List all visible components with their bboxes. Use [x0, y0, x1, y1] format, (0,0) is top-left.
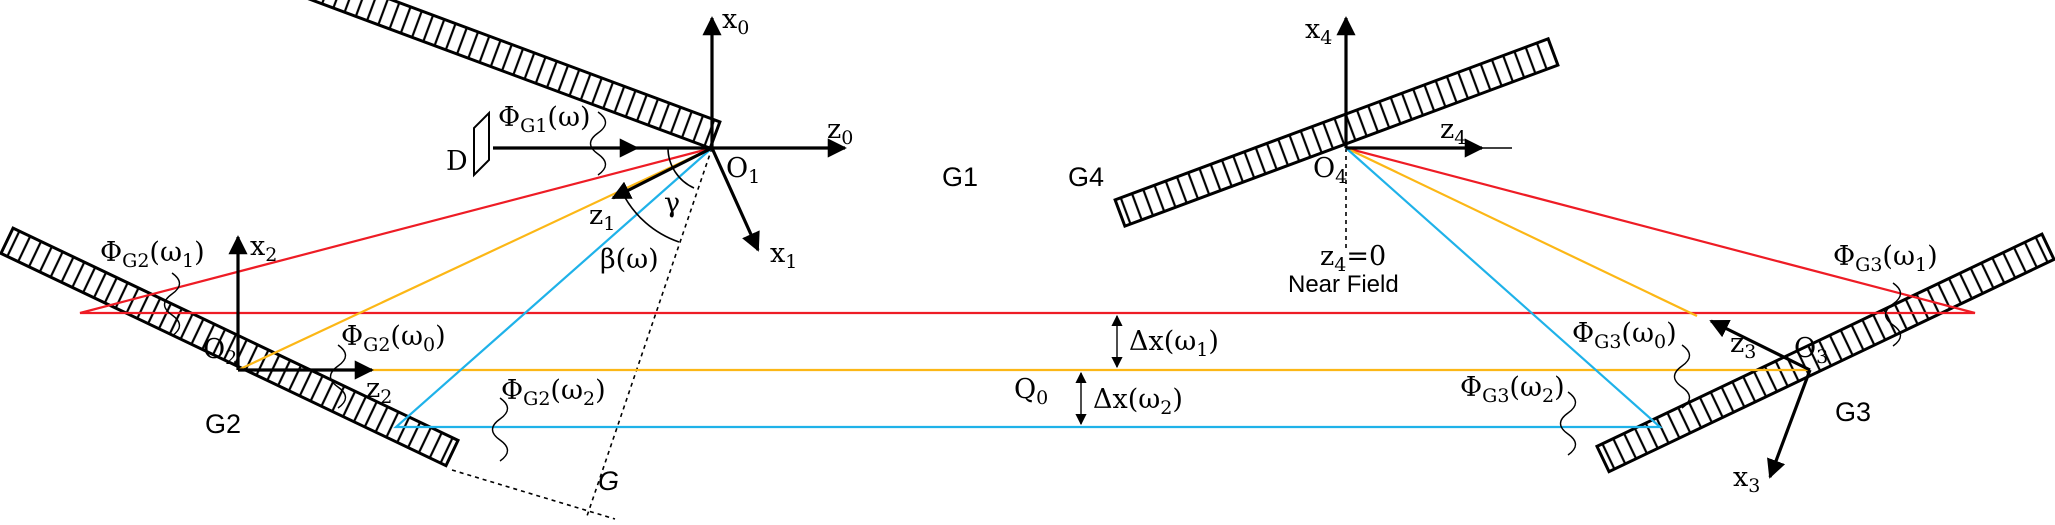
beta-angle-arc — [621, 191, 680, 243]
z4-zero-label: z4=0 — [1320, 241, 1386, 276]
phase-squiggle-g2-w0 — [329, 344, 347, 409]
x1-label: x1 — [770, 238, 797, 273]
z3-axis — [1709, 319, 1811, 372]
beta-label: β(ω) — [600, 244, 659, 275]
omega0-ray-right — [1345, 147, 1698, 317]
x1-axis — [710, 147, 760, 252]
dx-omega1-label: Δx(ω1) — [1129, 326, 1219, 361]
grating-g3 — [1594, 232, 2055, 474]
phase-g2-w1-label: ΦG2(ω1) — [100, 237, 205, 272]
origin-o1-label: O1 — [726, 153, 760, 188]
detector-label: D — [446, 146, 468, 177]
gamma-label: γ — [664, 188, 680, 219]
phase-g2-w0-label: ΦG2(ω0) — [341, 321, 446, 356]
origin-o3-label: O3 — [1794, 333, 1828, 368]
phase-g3-w1-label: ΦG3(ω1) — [1833, 241, 1938, 276]
grating-g4-label: G4 — [1068, 162, 1104, 192]
grating-g3-label: G3 — [1835, 397, 1871, 427]
detector-plate — [473, 110, 490, 178]
x3-axis — [1767, 369, 1812, 479]
phase-g3-w0-label: ΦG3(ω0) — [1572, 318, 1677, 353]
origin-o2-label: O2 — [203, 334, 237, 369]
grating-g4 — [1113, 36, 1560, 229]
g2-normal-dashed-line — [451, 469, 616, 520]
grating-distance-dashed-line — [585, 147, 713, 520]
phase-squiggle-g2-w1 — [163, 272, 181, 337]
z1-label: z1 — [589, 200, 615, 235]
grating-g2 — [0, 226, 461, 468]
q0-label: Q0 — [1014, 374, 1048, 409]
omega2-rays — [393, 147, 1663, 429]
phase-squiggle-g3-w0 — [1673, 344, 1691, 409]
omega1-ray-left — [79, 146, 1976, 315]
x0-label: x0 — [722, 4, 749, 39]
phase-g3-w2-label: ΦG3(ω2) — [1460, 372, 1565, 407]
x4-label: x4 — [1305, 14, 1332, 49]
grating-g2-label: G2 — [205, 409, 241, 439]
z3-label: z3 — [1730, 328, 1756, 363]
x2-label: x2 — [250, 231, 277, 266]
dx-omega2-label: Δx(ω2) — [1093, 384, 1183, 419]
phase-squiggle-g1 — [589, 111, 607, 176]
grating-g1-label: G1 — [942, 162, 978, 192]
phase-squiggle-g2-w2 — [491, 397, 509, 462]
z1-axis — [611, 146, 713, 200]
z4-label: z4 — [1440, 114, 1466, 149]
origin-o4-label: O4 — [1313, 153, 1347, 188]
omega2-ray-left — [393, 147, 1663, 429]
phase-g2-w2-label: ΦG2(ω2) — [501, 375, 606, 410]
phase-squiggle-g3-w2 — [1559, 391, 1577, 456]
x3-label: x3 — [1733, 462, 1760, 497]
gamma-angle-arc — [667, 147, 695, 189]
grating-g1 — [275, 0, 722, 151]
phase-g1-label: ΦG1(ω) — [498, 102, 591, 137]
omega1-rays — [79, 146, 1976, 315]
near-field-label: Near Field — [1288, 271, 1399, 298]
phase-squiggle-g3-w1 — [1884, 282, 1902, 347]
z2-label: z2 — [366, 373, 392, 408]
g-distance-label: G — [598, 466, 619, 496]
z0-label: z0 — [827, 114, 853, 149]
